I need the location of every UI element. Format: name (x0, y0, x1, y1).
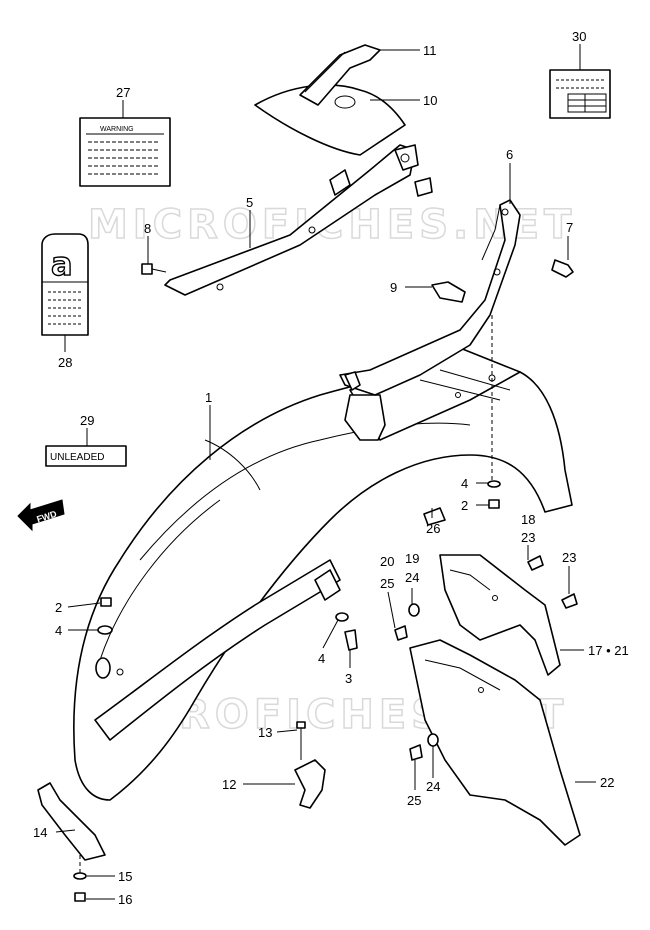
callouts: 27 28 29 30 11 10 5 8 6 7 9 1 4 2 26 18 … (33, 29, 629, 907)
callout-14: 14 (33, 825, 47, 840)
warning-label-text: WARNING (100, 126, 134, 133)
callout-28: 28 (58, 355, 72, 370)
mud-flap (409, 639, 581, 846)
callout-24-lower: 24 (426, 779, 440, 794)
lower-bracket (37, 782, 106, 861)
callout-16: 16 (118, 892, 132, 907)
clamp-with-bolt (294, 721, 326, 809)
rear-cover-with-strap (254, 44, 406, 156)
callout-30: 30 (572, 29, 586, 44)
unleaded-text: UNLEADED (50, 452, 104, 463)
callout-5: 5 (246, 195, 253, 210)
forward-arrow-icon: FWD (17, 499, 65, 532)
callout-4-front: 4 (55, 623, 62, 638)
warning-label: WARNING (79, 117, 171, 187)
callout-8: 8 (144, 221, 151, 236)
callout-26: 26 (426, 521, 440, 536)
callout-1: 1 (205, 390, 212, 405)
side-stay (339, 199, 521, 396)
fasteners (73, 259, 578, 902)
callout-29: 29 (80, 413, 94, 428)
callout-25-lower: 25 (407, 793, 421, 808)
callout-2-front: 2 (55, 600, 62, 615)
callout-12: 12 (222, 777, 236, 792)
rear-fender (73, 339, 573, 801)
callout-18: 18 (521, 512, 535, 527)
callout-25-upper: 25 (380, 576, 394, 591)
callout-4-center: 4 (318, 651, 325, 666)
upper-stay-bracket (164, 144, 433, 296)
callout-6: 6 (506, 147, 513, 162)
callout-4-rear: 4 (461, 476, 468, 491)
info-label (549, 69, 611, 119)
leader-lines (55, 44, 596, 900)
callout-3: 3 (345, 671, 352, 686)
callout-11: 11 (423, 43, 437, 58)
callout-7: 7 (566, 220, 573, 235)
callout-13: 13 (258, 725, 272, 740)
callout-2-rear: 2 (461, 498, 468, 513)
callout-17-21: 17 • 21 (588, 643, 629, 658)
callout-15: 15 (118, 869, 132, 884)
callout-27: 27 (116, 85, 130, 100)
callout-22: 22 (600, 775, 614, 790)
callout-9: 9 (390, 280, 397, 295)
unleaded-label: UNLEADED (45, 445, 127, 467)
callout-20: 20 (380, 554, 394, 569)
callout-23-upper: 23 (521, 530, 535, 545)
emblem-label: a (41, 233, 89, 336)
bracket-plate (431, 281, 466, 303)
license-plate-bracket (439, 554, 561, 676)
emblem-letter: a (51, 245, 73, 283)
callout-10: 10 (423, 93, 437, 108)
callout-24-upper: 24 (405, 570, 419, 585)
callout-23-right: 23 (562, 550, 576, 565)
callout-19: 19 (405, 551, 419, 566)
